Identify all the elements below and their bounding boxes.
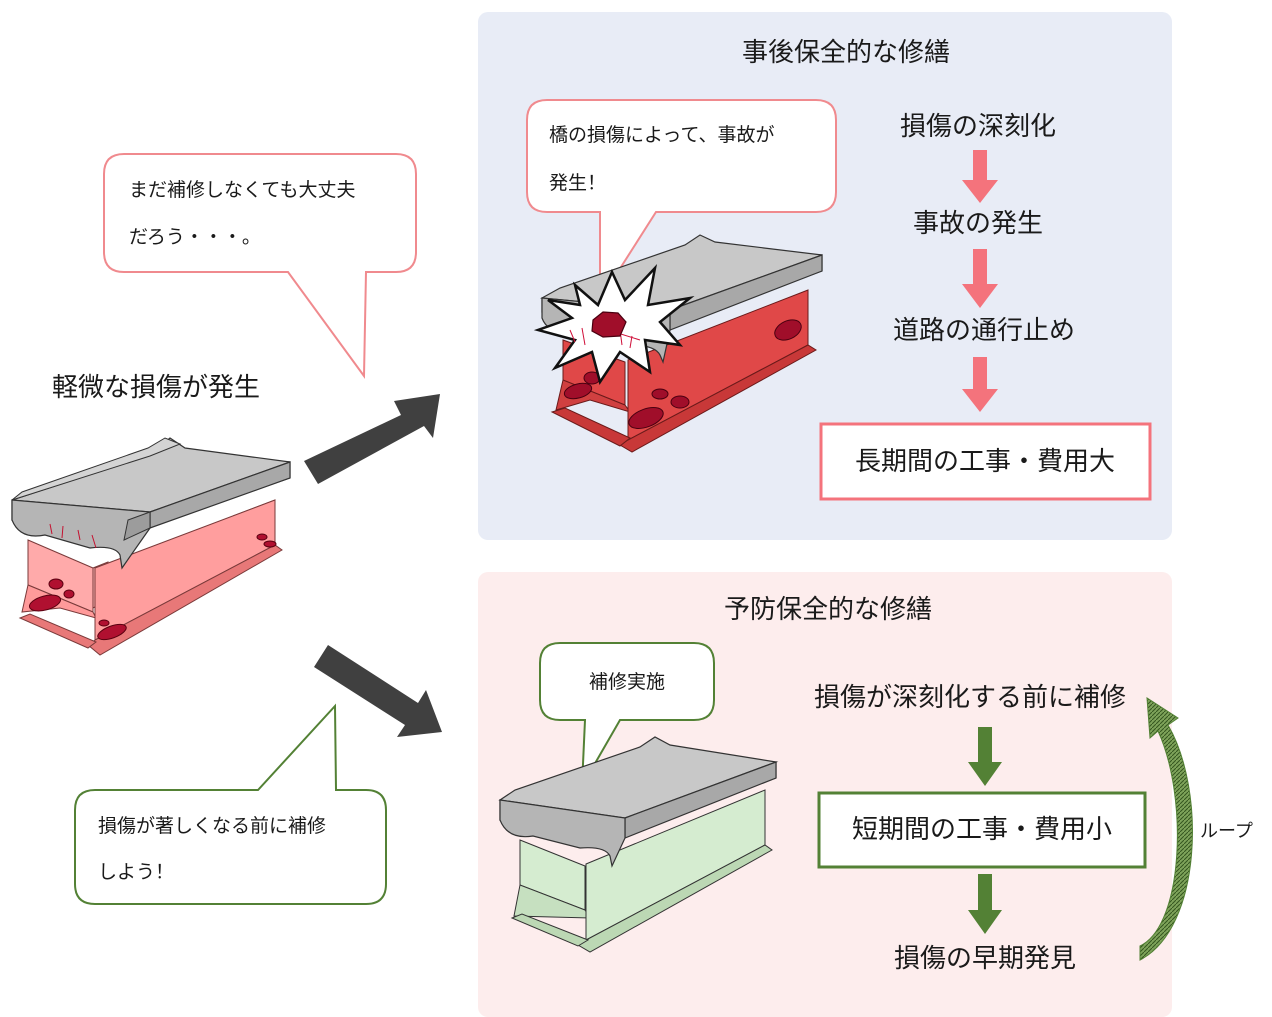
flow-step-1: 損傷の深刻化 [900, 112, 1056, 142]
flow-preventive-arrow-2 [968, 874, 1002, 934]
bridge-repaired [498, 736, 779, 953]
flow-preventive-step-2: 損傷の早期発見 [894, 944, 1076, 974]
flow-arrow-3 [962, 357, 998, 412]
bridge-severe-damage [533, 234, 823, 453]
speech-bubble-repair-plan: 損傷が著しくなる前に補修 しよう！ [74, 703, 387, 905]
arrow-to-top-panel [304, 394, 440, 484]
bubble-repair-plan-line2: しよう！ [98, 861, 174, 883]
result-box-expensive [819, 422, 1152, 501]
mild-damage-label: 軽微な損傷が発生 [52, 373, 260, 403]
flow-preventive-arrow-1 [968, 727, 1002, 786]
bubble-repair-done-text: 補修実施 [589, 671, 665, 693]
speech-bubble-wait: まだ補修しなくても大丈夫 だろう・・・。 [103, 153, 417, 379]
flow-step-3: 道路の通行止め [893, 316, 1075, 346]
loop-label: ループ [1200, 821, 1253, 842]
bottom-panel-title: 予防保全的な修繕 [724, 595, 932, 625]
speech-bubble-repair-done: 補修実施 [539, 642, 715, 787]
result-cheap-text: 短期間の工事・費用小 [852, 815, 1112, 845]
flow-preventive-step-1: 損傷が深刻化する前に補修 [814, 683, 1126, 713]
top-panel-title: 事後保全的な修繕 [742, 38, 950, 68]
bubble-wait-line2: だろう・・・。 [129, 226, 261, 248]
speech-bubble-accident: 橋の損傷によって、事故が 発生！ [526, 99, 837, 304]
arrow-to-bottom-panel [314, 645, 442, 737]
bubble-accident-line1: 橋の損傷によって、事故が [549, 124, 775, 146]
bubble-wait-line1: まだ補修しなくても大丈夫 [129, 179, 355, 201]
bubble-accident-line2: 発生！ [549, 172, 606, 194]
result-box-cheap [817, 791, 1147, 869]
bridge-mild-damage [11, 437, 291, 656]
flow-step-2: 事故の発生 [913, 209, 1043, 239]
bubble-repair-plan-line1: 損傷が著しくなる前に補修 [98, 815, 326, 837]
loop-arrow [1139, 697, 1193, 961]
flow-arrow-1 [962, 150, 998, 203]
flow-arrow-2 [962, 249, 998, 308]
result-expensive-text: 長期間の工事・費用大 [855, 447, 1115, 477]
